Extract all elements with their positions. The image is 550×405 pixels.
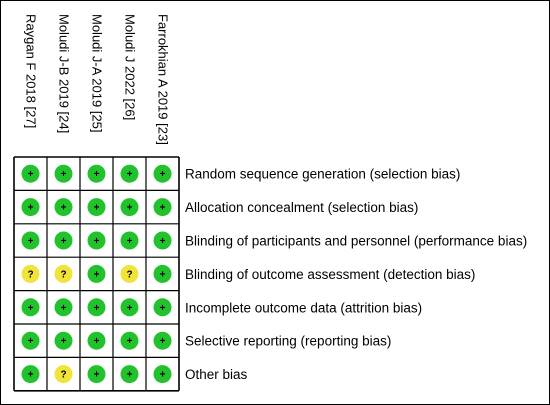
low-risk-marker xyxy=(120,231,139,250)
judgement-symbol: ? xyxy=(60,269,66,280)
judgement-symbol: + xyxy=(127,303,133,314)
low-risk-marker xyxy=(87,198,106,217)
judgement-symbol: + xyxy=(160,236,166,247)
judgement-symbol: + xyxy=(127,203,133,214)
judgement-symbol: + xyxy=(160,370,166,381)
low-risk-marker xyxy=(54,231,73,250)
low-risk-marker xyxy=(21,198,40,217)
domain-label: Selective reporting (reporting bias) xyxy=(185,334,391,349)
judgement-symbol: + xyxy=(127,336,133,347)
judgement-symbol: + xyxy=(127,169,133,180)
study-label: Moludi J 2022 [26] xyxy=(123,14,138,120)
study-label: Moludi J-A 2019 [25] xyxy=(90,14,105,133)
judgement-symbol: + xyxy=(160,269,166,280)
low-risk-marker xyxy=(120,298,139,317)
low-risk-marker xyxy=(54,164,73,183)
domain-label: Blinding of outcome assessment (detectio… xyxy=(185,267,475,282)
low-risk-marker xyxy=(21,298,40,317)
low-risk-marker xyxy=(120,198,139,217)
judgement-symbol: + xyxy=(94,303,100,314)
unclear-risk-marker xyxy=(120,264,139,283)
low-risk-marker xyxy=(87,164,106,183)
domain-label: Random sequence generation (selection bi… xyxy=(185,167,460,182)
low-risk-marker xyxy=(21,365,40,384)
judgement-symbol: + xyxy=(127,370,133,381)
judgement-symbol: ? xyxy=(60,370,66,381)
low-risk-marker xyxy=(153,164,172,183)
domain-label: Allocation concealment (selection bias) xyxy=(185,200,418,215)
study-label: Moludi J-B 2019 [24] xyxy=(57,14,72,133)
judgement-symbol: + xyxy=(28,336,34,347)
judgement-symbol: + xyxy=(28,236,34,247)
domain-label: Other bias xyxy=(185,367,248,382)
low-risk-marker xyxy=(153,298,172,317)
low-risk-marker xyxy=(87,231,106,250)
judgement-symbol: + xyxy=(28,203,34,214)
low-risk-marker xyxy=(120,331,139,350)
low-risk-marker xyxy=(54,198,73,217)
judgement-symbol: + xyxy=(160,336,166,347)
judgement-symbol: + xyxy=(61,336,67,347)
low-risk-marker xyxy=(153,231,172,250)
unclear-risk-marker xyxy=(54,264,73,283)
judgement-symbol: + xyxy=(160,169,166,180)
judgement-symbol: + xyxy=(127,236,133,247)
judgement-symbol: + xyxy=(160,203,166,214)
low-risk-marker xyxy=(153,331,172,350)
low-risk-marker xyxy=(87,298,106,317)
judgement-symbol: ? xyxy=(27,269,33,280)
domain-label: Incomplete outcome data (attrition bias) xyxy=(185,300,422,315)
low-risk-marker xyxy=(21,164,40,183)
judgement-symbol: + xyxy=(94,336,100,347)
judgement-symbol: + xyxy=(28,303,34,314)
low-risk-marker xyxy=(87,264,106,283)
low-risk-marker xyxy=(153,264,172,283)
low-risk-marker xyxy=(21,331,40,350)
judgement-symbol: + xyxy=(61,169,67,180)
judgement-symbol: + xyxy=(94,169,100,180)
unclear-risk-marker xyxy=(54,365,73,384)
judgement-symbol: + xyxy=(61,303,67,314)
domain-label: Blinding of participants and personnel (… xyxy=(185,234,527,249)
study-label: Farrokhian A 2019 [23] xyxy=(156,14,171,145)
judgement-symbol: + xyxy=(94,236,100,247)
unclear-risk-marker xyxy=(21,264,40,283)
judgement-symbol: + xyxy=(160,303,166,314)
low-risk-marker xyxy=(120,365,139,384)
judgement-symbol: + xyxy=(28,169,34,180)
low-risk-marker xyxy=(153,365,172,384)
judgement-symbol: + xyxy=(94,370,100,381)
low-risk-marker xyxy=(54,298,73,317)
low-risk-marker xyxy=(120,164,139,183)
low-risk-marker xyxy=(87,331,106,350)
low-risk-marker xyxy=(54,331,73,350)
judgement-symbol: + xyxy=(28,370,34,381)
judgement-symbol: + xyxy=(94,203,100,214)
low-risk-marker xyxy=(21,231,40,250)
judgement-symbol: + xyxy=(61,203,67,214)
judgement-symbol: + xyxy=(94,269,100,280)
study-label: Raygan F 2018 [27] xyxy=(24,14,39,128)
low-risk-marker xyxy=(153,198,172,217)
low-risk-marker xyxy=(87,365,106,384)
judgement-symbol: + xyxy=(61,236,67,247)
judgement-symbol: ? xyxy=(126,269,132,280)
